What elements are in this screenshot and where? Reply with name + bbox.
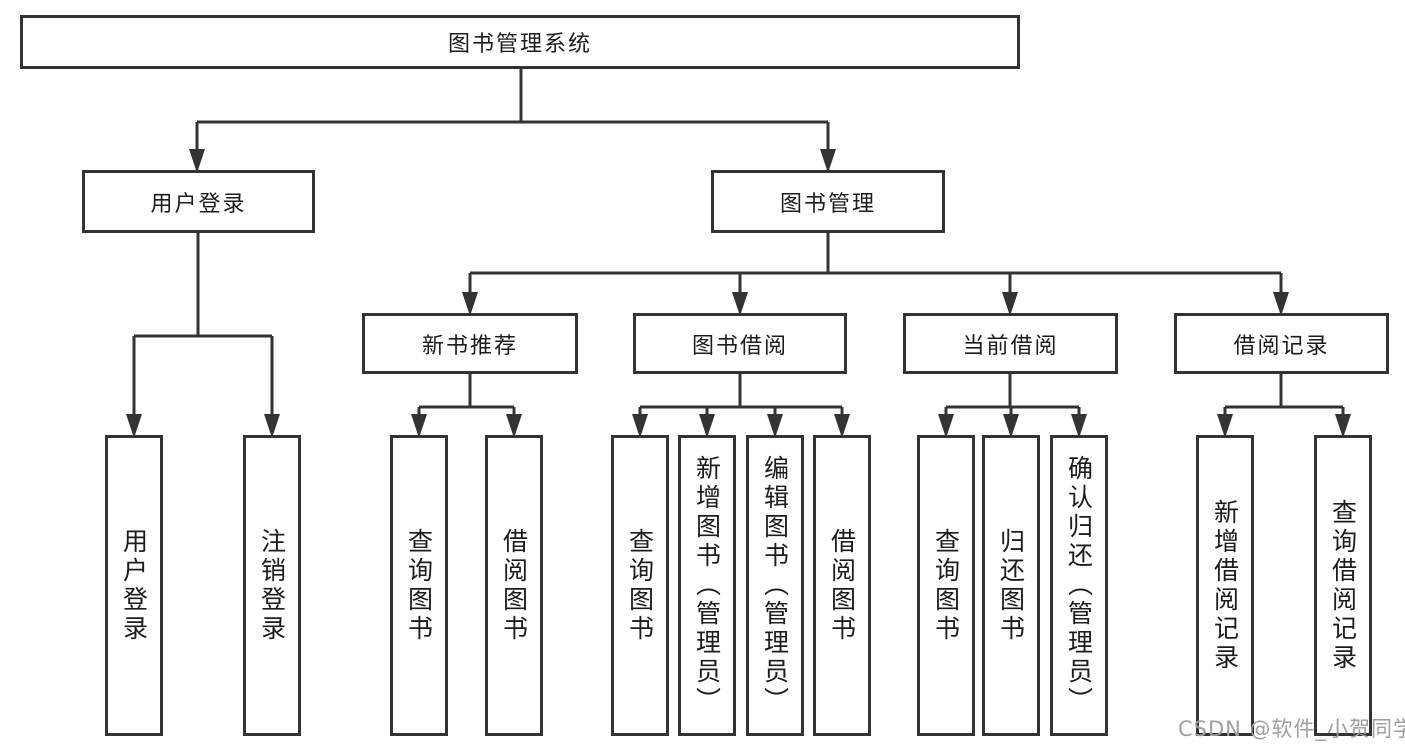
leaf-logout-label: 注销登录: [257, 527, 287, 644]
leaf-confirm-return-admin: 确认归还（管理员）: [1050, 435, 1108, 736]
leaf-query-books-3-label: 查询图书: [931, 527, 961, 644]
leaf-query-books-3: 查询图书: [917, 435, 975, 736]
leaf-add-borrow-record-label: 新增借阅记录: [1210, 498, 1240, 673]
node-new-book-recommend-label: 新书推荐: [421, 333, 518, 359]
leaf-query-books-2-label: 查询图书: [625, 527, 655, 644]
connector-edges: [132, 68, 1345, 417]
node-borrow-records-label: 借阅记录: [1233, 333, 1330, 359]
leaf-return-books-label: 归还图书: [996, 527, 1026, 644]
node-root: 图书管理系统: [20, 15, 1020, 69]
node-root-label: 图书管理系统: [447, 32, 592, 57]
leaf-return-books: 归还图书: [982, 435, 1040, 736]
leaf-borrow-books-2-label: 借阅图书: [827, 527, 857, 644]
leaf-edit-books-admin: 编辑图书（管理员）: [746, 435, 804, 736]
leaf-query-books-2: 查询图书: [611, 435, 669, 736]
leaf-logout: 注销登录: [243, 435, 301, 736]
arrowheads: [126, 149, 1351, 438]
node-user-login-label: 用户登录: [150, 191, 247, 217]
leaf-query-books-1-label: 查询图书: [404, 527, 434, 644]
leaf-borrow-books-2: 借阅图书: [813, 435, 871, 736]
node-user-login: 用户登录: [82, 170, 315, 233]
leaf-confirm-return-admin-label: 确认归还（管理员）: [1064, 455, 1094, 716]
node-new-book-recommend: 新书推荐: [362, 313, 578, 374]
leaf-query-books-1: 查询图书: [390, 435, 448, 736]
leaf-query-borrow-record-label: 查询借阅记录: [1328, 498, 1358, 673]
node-book-borrow-label: 图书借阅: [691, 333, 788, 359]
leaf-query-borrow-record: 查询借阅记录: [1314, 435, 1372, 736]
leaf-user-login-label: 用户登录: [119, 527, 149, 644]
node-current-borrow: 当前借阅: [903, 313, 1118, 374]
leaf-add-borrow-record: 新增借阅记录: [1196, 435, 1254, 736]
node-borrow-records: 借阅记录: [1174, 313, 1389, 374]
leaf-user-login: 用户登录: [105, 435, 163, 736]
leaf-borrow-books-1-label: 借阅图书: [499, 527, 529, 644]
leaf-edit-books-admin-label: 编辑图书（管理员）: [760, 455, 790, 716]
node-book-management: 图书管理: [711, 170, 945, 233]
leaf-borrow-books-1: 借阅图书: [485, 435, 543, 736]
watermark-text: CSDN @软件_小贺同学: [1178, 717, 1405, 741]
leaf-add-books-admin-label: 新增图书（管理员）: [692, 455, 722, 716]
node-book-borrow: 图书借阅: [633, 313, 847, 374]
node-current-borrow-label: 当前借阅: [962, 333, 1059, 359]
leaf-add-books-admin: 新增图书（管理员）: [678, 435, 736, 736]
node-book-management-label: 图书管理: [779, 191, 876, 217]
